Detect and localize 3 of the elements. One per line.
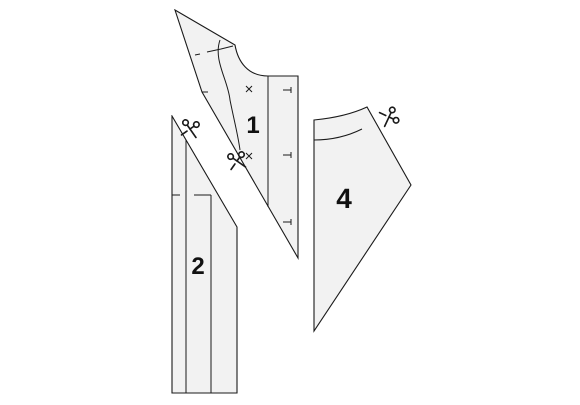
piece-number: 4 xyxy=(336,185,352,213)
piece-number: 1 xyxy=(246,114,260,138)
piece-number: 2 xyxy=(191,255,205,279)
